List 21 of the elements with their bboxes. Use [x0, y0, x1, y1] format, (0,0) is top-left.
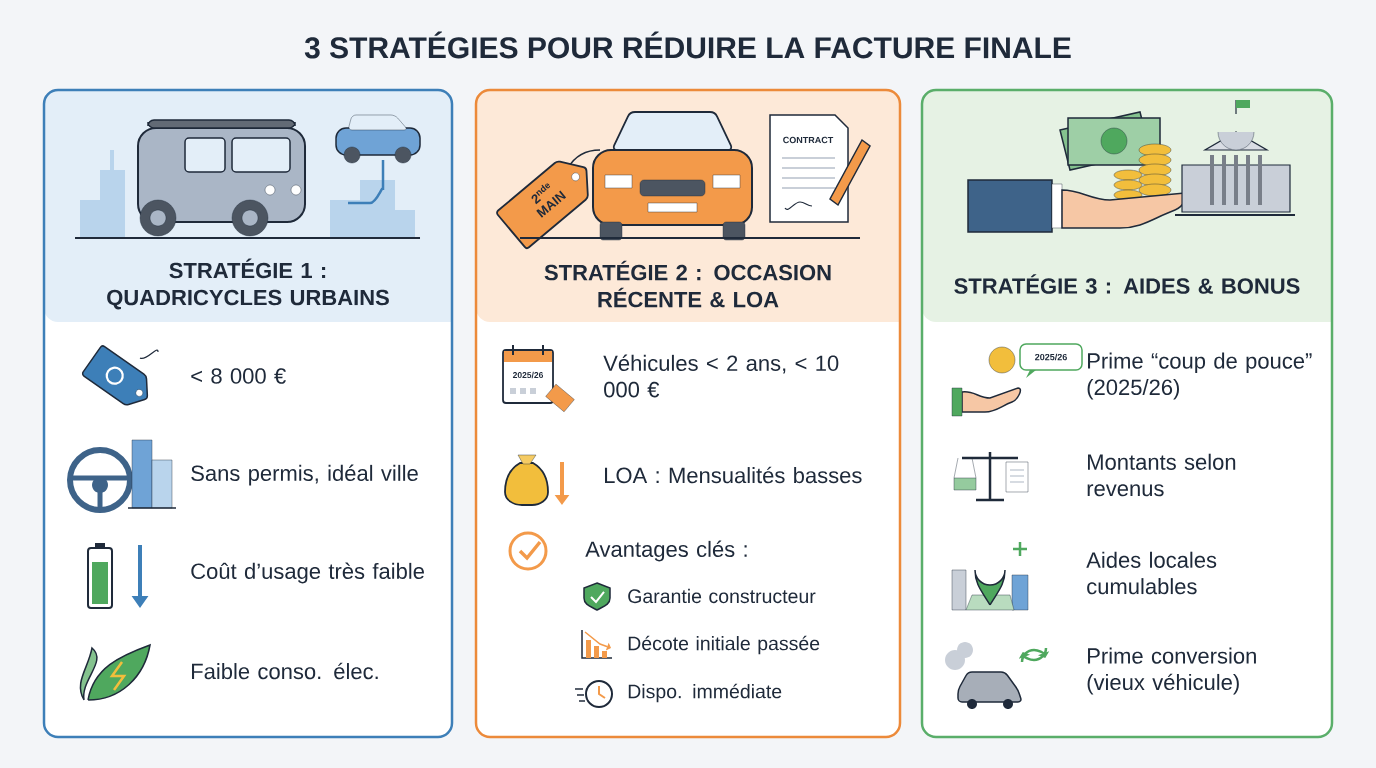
document-title: CONTRACT: [783, 136, 834, 144]
item-text: Véhicules < 2 ans, < 10 000 €: [603, 354, 839, 398]
item-text: Coût d’usage très faible: [191, 562, 424, 584]
panel-heading: STRATÉGIE 2 : OCCASION RÉCENTE & LOA: [544, 260, 831, 308]
item-text: Prime conversion (vieux véhicule): [1087, 647, 1256, 695]
item-text: Sans permis, idéal ville: [191, 464, 418, 486]
speech-bubble-text: 2025/26: [1035, 353, 1067, 361]
panel-heading: STRATÉGIE 3 : AIDES & BONUS: [954, 274, 1300, 294]
item-text: Prime “coup de pouce” (2025/26): [1087, 352, 1312, 400]
item-text: Garantie constructeur: [628, 588, 816, 604]
item-text: Dispo. immédiate: [628, 683, 782, 703]
item-text: LOA : Mensualités basses: [605, 466, 862, 484]
title: 3 STRATÉGIES POUR RÉDUIRE LA FACTURE FINALE: [304, 31, 1071, 59]
item-text: Aides locales cumulables: [1086, 551, 1217, 595]
calendar-text: 2025/26: [512, 371, 544, 379]
item-text: Montants selon revenus: [1087, 453, 1236, 497]
item-text: < 8 000 €: [191, 368, 286, 384]
panel-heading: STRATÉGIE 1 : QUADRICYCLES URBAINS: [107, 258, 389, 310]
item-text: Décote initiale passée: [628, 635, 820, 655]
subheading: Avantages clés :: [585, 540, 747, 562]
item-text: Faible conso. élec.: [192, 662, 378, 680]
